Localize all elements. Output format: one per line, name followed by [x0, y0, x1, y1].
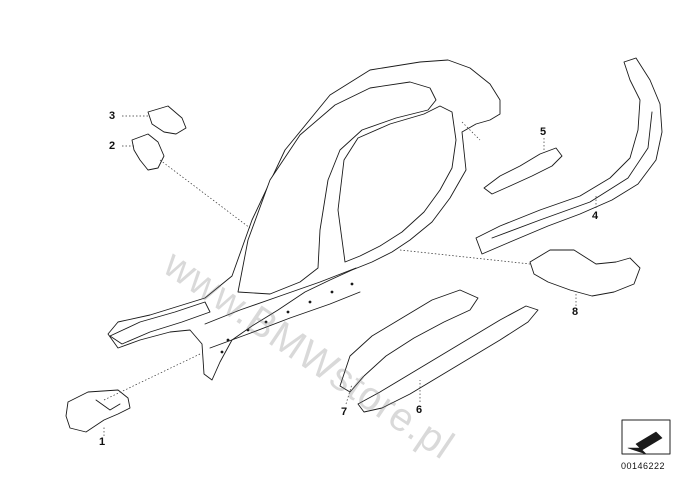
callout-6: 6	[416, 404, 423, 416]
callout-3: 3	[109, 110, 116, 122]
part-2-bracket	[131, 133, 165, 171]
leader-line-2-body	[159, 159, 251, 229]
sill-line	[204, 267, 357, 325]
callout-2: 2	[109, 140, 116, 152]
part-1-detail	[95, 399, 121, 411]
leader-line-1-body	[103, 353, 201, 401]
front-sill-extension	[109, 301, 211, 345]
leader-line-4-body	[461, 121, 481, 141]
sill-line-lower	[209, 291, 361, 349]
part-6-sill-strip	[357, 305, 539, 413]
front-door-opening	[237, 81, 437, 295]
callout-1: 1	[99, 436, 106, 448]
part-3-bracket	[147, 105, 187, 135]
leader-line-8-body	[399, 249, 531, 265]
part-5-bracket	[483, 147, 563, 195]
arrow-down-left-icon	[621, 419, 671, 455]
rear-door-opening	[337, 105, 457, 263]
callout-4: 4	[592, 210, 599, 222]
part-4-detail	[491, 111, 653, 239]
part-1-bracket	[65, 389, 131, 433]
callout-7: 7	[341, 406, 348, 418]
part-8-bracket	[529, 249, 641, 297]
diagram-id: 00146222	[621, 461, 666, 471]
part-4-reinforcement	[475, 57, 663, 255]
part-7-support	[339, 289, 479, 393]
callout-8: 8	[572, 306, 579, 318]
callout-5: 5	[540, 126, 547, 138]
